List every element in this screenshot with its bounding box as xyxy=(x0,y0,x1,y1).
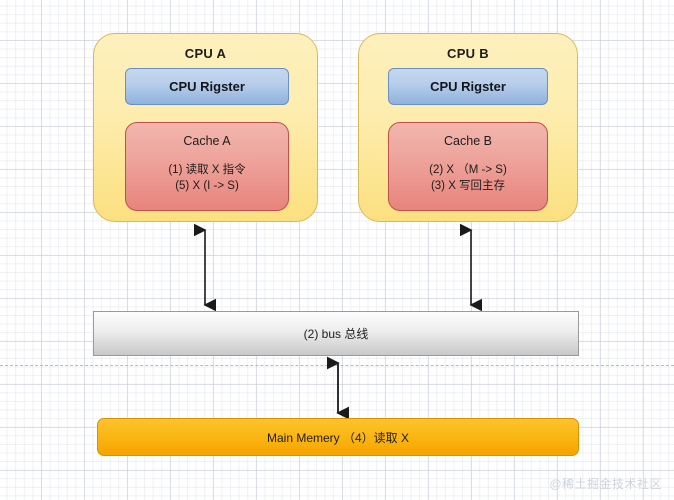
cpu-b-cache-line-2: (3) X 写回主存 xyxy=(430,180,506,192)
cpu-a-register-box[interactable]: CPU Rigster xyxy=(125,68,289,105)
cpu-a-register-label: CPU Rigster xyxy=(169,79,245,94)
cpu-b-register-box[interactable]: CPU Rigster xyxy=(388,68,548,105)
cpu-a-box[interactable]: CPU A CPU Rigster Cache A (1) 读取 X 指令 (5… xyxy=(93,33,318,222)
cpu-b-cache-lines: (2) X （M -> S) (3) X 写回主存 xyxy=(389,162,547,194)
cpu-b-title: CPU B xyxy=(447,46,489,61)
cpu-b-cache-box[interactable]: Cache B (2) X （M -> S) (3) X 写回主存 xyxy=(388,122,548,211)
cpu-a-title: CPU A xyxy=(184,46,227,61)
arrow-cpu-a-to-bus xyxy=(194,222,216,313)
cpu-b-box[interactable]: CPU B CPU Rigster Cache B (2) X （M -> S)… xyxy=(358,33,578,222)
main-memory-label: Main Memery （4）读取 X xyxy=(266,430,410,445)
cpu-a-cache-line-2: (5) X (I -> S) xyxy=(175,180,239,192)
cpu-b-cache-line-1: (2) X （M -> S) xyxy=(429,164,507,176)
arrow-bus-to-memory xyxy=(327,354,349,422)
watermark: @稀土掘金技术社区 xyxy=(549,477,662,491)
cpu-a-cache-line-1: (1) 读取 X 指令 xyxy=(168,164,246,176)
main-memory-bar[interactable]: Main Memery （4）读取 X xyxy=(97,418,579,456)
cpu-a-cache-box[interactable]: Cache A (1) 读取 X 指令 (5) X (I -> S) xyxy=(125,122,289,211)
cpu-b-cache-title: Cache B xyxy=(444,134,492,148)
bus-bar[interactable]: (2) bus 总线 xyxy=(93,311,579,356)
cpu-a-cache-lines: (1) 读取 X 指令 (5) X (I -> S) xyxy=(126,162,288,194)
arrow-cpu-b-to-bus xyxy=(460,222,482,313)
cpu-b-register-label: CPU Rigster xyxy=(430,79,506,94)
cpu-a-cache-title: Cache A xyxy=(183,134,231,148)
bus-label: (2) bus 总线 xyxy=(303,327,369,341)
